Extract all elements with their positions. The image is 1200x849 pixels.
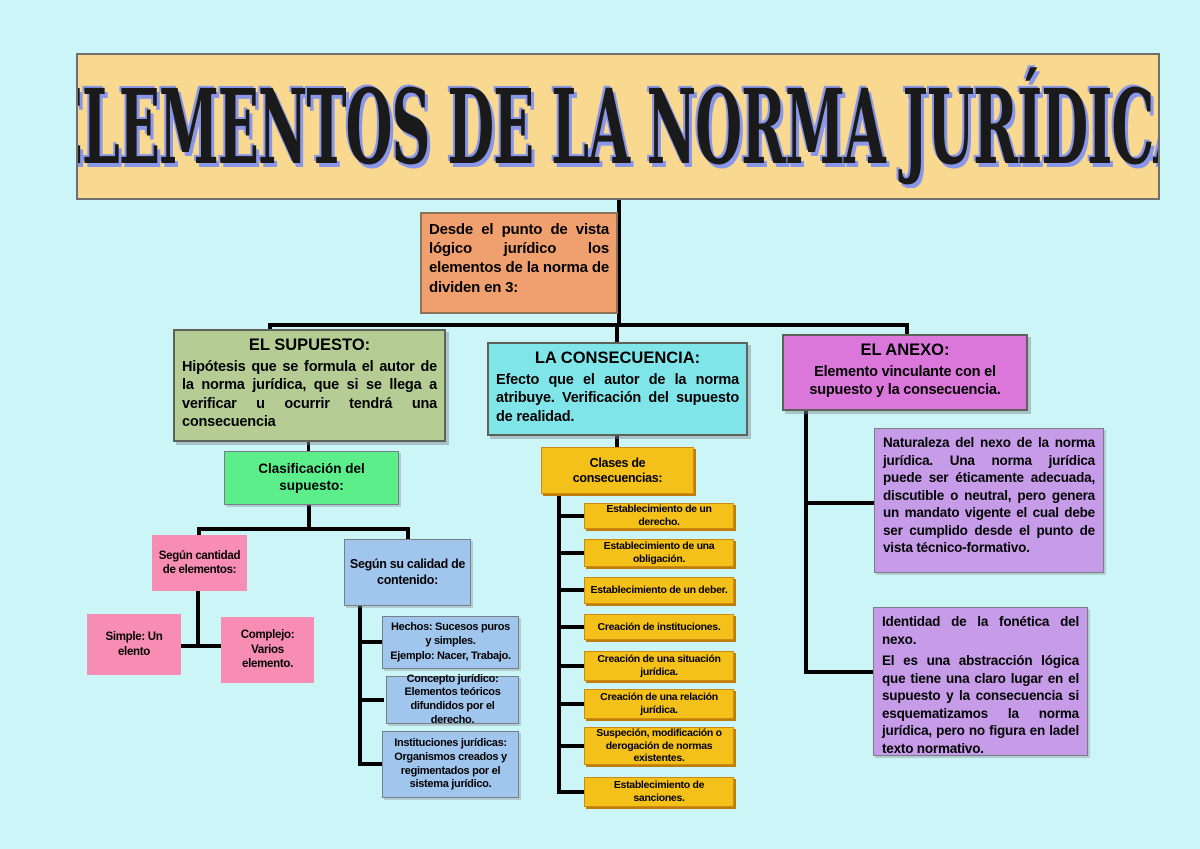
supuesto-box: EL SUPUESTO: Hipótesis que se formula el… (173, 329, 446, 442)
consecuencia-item: Creación de una relación jurídica. (584, 689, 734, 719)
page-title: ELEMENTOS DE LA NORMA JURÍDICA (76, 65, 1160, 188)
cantidad-heading: Según cantidad de elementos: (158, 549, 241, 576)
calidad-heading: Según su calidad de contenido: (349, 556, 466, 587)
item-relacion: Creación de una relación jurídica. (600, 691, 718, 716)
title-banner: ELEMENTOS DE LA NORMA JURÍDICA (76, 53, 1160, 200)
connector-stub-clasificacion (307, 441, 310, 452)
connector-clasif-horizontal (197, 527, 410, 531)
item-obligacion: Establecimiento de una obligación. (603, 540, 715, 565)
connector-stub-clases (615, 433, 619, 448)
instituciones-box: Instituciones jurídicas: Organismos crea… (382, 731, 519, 798)
connector-anexo-vertical (804, 410, 808, 674)
connector-stub-item-4 (557, 625, 584, 629)
connector-stub-concepto (358, 698, 384, 702)
item-situacion: Creación de una situación jurídica. (597, 653, 721, 678)
nota-naturaleza-text: Naturaleza del nexo de la norma jurídica… (883, 435, 1095, 556)
calidad-heading-box: Según su calidad de contenido: (344, 539, 471, 606)
consecuencia-item: Establecimiento de un deber. (584, 577, 734, 604)
instituciones-text: Instituciones jurídicas: Organismos crea… (394, 737, 507, 791)
connector-stub-item-1 (557, 514, 584, 518)
clasificacion-label: Clasificación del supuesto: (258, 461, 365, 493)
connector-stub-item-5 (557, 664, 584, 668)
connector-stub-nota1 (804, 501, 875, 505)
connector-stub-consecuencia (615, 323, 619, 344)
connector-clases-vertical (557, 493, 561, 794)
connector-stub-item-2 (557, 551, 584, 555)
consecuencia-item: Establecimiento de un derecho. (584, 503, 734, 529)
complejo-label: Complejo: Varios elemento. (240, 629, 295, 671)
anexo-box: EL ANEXO: Elemento vinculante con el sup… (782, 334, 1028, 411)
concepto-box: Concepto jurídico: Elementos teóricos di… (386, 673, 519, 726)
connector-stub-hechos (358, 640, 384, 644)
intro-text: Desde el punto de vista lógico jurídico … (429, 221, 609, 296)
consecuencia-item: Establecimiento de sanciones. (584, 777, 734, 807)
item-sanciones: Establecimiento de sanciones. (613, 779, 705, 804)
connector-stub-nota2 (804, 670, 875, 674)
connector-cantidad-vertical (196, 590, 200, 648)
supuesto-heading: EL SUPUESTO: (248, 336, 371, 354)
consecuencia-body: Efecto que el autor de la norma atribuye… (496, 372, 739, 425)
connector-title-trunk (617, 198, 621, 327)
consecuencia-item: Establecimiento de una obligación. (584, 539, 734, 567)
item-deber: Establecimiento de un deber. (590, 584, 728, 597)
anexo-heading: EL ANEXO: (860, 341, 950, 359)
clases-heading: Clases de consecuencias: (572, 455, 663, 485)
hechos-box: Hechos: Sucesos puros y simples. Ejemplo… (382, 616, 519, 669)
hechos-text: Hechos: Sucesos puros y simples. (390, 620, 510, 647)
nota-naturaleza-box: Naturaleza del nexo de la norma jurídica… (874, 428, 1104, 573)
simple-box: Simple: Un elento (87, 614, 181, 675)
connector-main-horizontal (268, 323, 909, 327)
connector-calidad-vertical (358, 605, 362, 766)
clases-heading-box: Clases de consecuencias: (541, 447, 694, 494)
item-instituciones: Creación de instituciones. (597, 620, 721, 633)
clasificacion-box: Clasificación del supuesto: (224, 451, 399, 505)
consecuencia-item: Creación de instituciones. (584, 614, 734, 640)
connector-stub-supuesto (268, 323, 272, 331)
connector-stub-instituciones (358, 762, 384, 766)
concepto-text: Concepto jurídico: Elementos teóricos di… (404, 672, 501, 726)
nota-identidad-box: Identidad de la fonética del nexo. El es… (873, 607, 1088, 756)
connector-stub-cantidad (197, 527, 201, 537)
consecuencia-item: Creación de una situación jurídica. (584, 651, 734, 681)
connector-stub-item-3 (557, 588, 584, 592)
connector-stub-item-8 (557, 790, 584, 794)
intro-box: Desde el punto de vista lógico jurídico … (420, 212, 618, 314)
connector-stub-item-6 (557, 702, 584, 706)
complejo-box: Complejo: Varios elemento. (221, 617, 314, 683)
connector-stub-anexo (905, 323, 909, 336)
connector-stub-calidad (406, 527, 410, 541)
cantidad-heading-box: Según cantidad de elementos: (152, 535, 247, 591)
hechos-example: Ejemplo: Nacer, Trabajo. (390, 650, 511, 663)
connector-clasif-vertical (307, 505, 311, 530)
simple-label: Simple: Un elento (105, 631, 163, 658)
connector-cantidad-horizontal (179, 644, 222, 648)
nota-identidad-p1: Identidad de la fonética del nexo. (882, 614, 1079, 647)
connector-stub-item-7 (557, 744, 584, 748)
consecuencia-heading: LA CONSECUENCIA: (534, 349, 701, 367)
consecuencia-item: Suspeción, modificación o derogación de … (584, 727, 734, 765)
consecuencia-box: LA CONSECUENCIA: Efecto que el autor de … (487, 342, 748, 436)
supuesto-body: Hipótesis que se formula el autor de la … (182, 359, 437, 430)
nota-identidad-p2: El es una abstracción lógica que tiene u… (882, 653, 1079, 756)
item-suspecion: Suspeción, modificación o derogación de … (596, 727, 722, 765)
item-derecho: Establecimiento de un derecho. (606, 503, 712, 528)
anexo-body: Elemento vinculante con el supuesto y la… (809, 364, 1001, 399)
